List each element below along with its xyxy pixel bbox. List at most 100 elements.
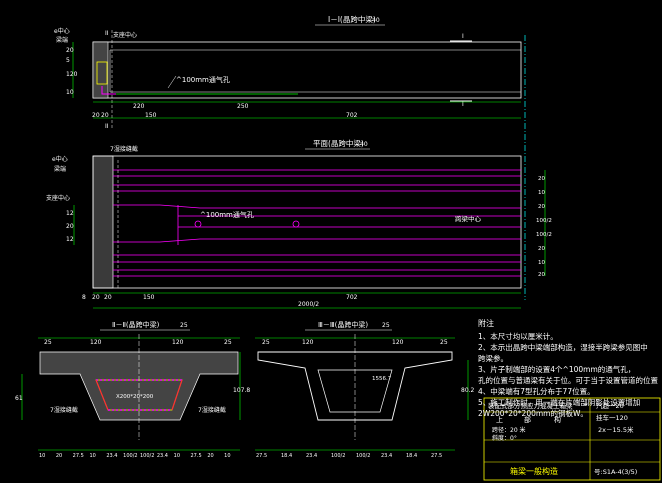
dim-label: 20 (56, 453, 62, 459)
dim-label: 20 (207, 453, 213, 459)
section-1-rebar-end (101, 86, 116, 95)
section-1-vdim-10: 10 (66, 89, 74, 96)
section-1-end-block (92, 41, 109, 99)
section-2-top-dim-3: 25 (224, 339, 232, 346)
note-line: 1、本尺寸均以厘米计。 (478, 332, 558, 341)
e-center-label-plan: e中心 (52, 155, 68, 163)
title-block-border (483, 397, 661, 481)
plan-right-vdim-2: 20 (538, 204, 545, 210)
section-2-right-web (171, 379, 183, 411)
section-3-top-dim-0: 25 (262, 339, 270, 346)
section-2-top-dim-2: 120 (172, 339, 184, 346)
plan-vent-hole-2 (292, 220, 300, 228)
title-block-drawing-name: 箱梁一般构造 (510, 466, 558, 476)
title-block-mid: 部 (524, 415, 531, 424)
dim-label: 100/2 (123, 453, 137, 459)
section-3-vdim-80: 80.2 (461, 387, 475, 394)
section-3-inner (317, 369, 393, 413)
dim-label: 23.4 (157, 453, 168, 459)
section-2-title-suffix: 25 (180, 322, 188, 329)
section-1-title: I－I(晶跨中梁) (328, 14, 376, 24)
section-2-title: Ⅱ－Ⅱ(晶跨中梁) (112, 320, 160, 329)
plan-right-vdim-3: 100/2 (536, 218, 552, 224)
plan-tendons (113, 169, 521, 277)
beam-end-label-top: 梁端 (56, 36, 68, 44)
dim-label: 100/2 (356, 453, 370, 459)
section-3-title-suffix: 25 (382, 322, 390, 329)
section-2-inner-label: X200*20*200 (116, 394, 154, 400)
dim-label: 23.4 (381, 453, 392, 459)
plan-vent-hole-1 (194, 220, 202, 228)
section-3-top-dim-2: 120 (392, 339, 404, 346)
section-1-title-suffix: 40 (372, 17, 380, 24)
plan-view: 平面(晶跨中梁) 40 e中心 梁端 7湿接缝截 支座中心 (46, 138, 552, 309)
plan-right-vdim-4: 100/2 (536, 232, 552, 238)
section-1-vdim-5: 5 (66, 57, 70, 64)
plan-right-vdim-6: 10 (538, 260, 545, 266)
section-2-vdim-61: 61 (15, 395, 23, 402)
section-mark-II-bot: II (105, 123, 109, 130)
support-center-label-top: 支座中心 (113, 31, 137, 39)
dim-label: 10 (39, 453, 45, 459)
plan-dim-150: 150 (143, 294, 155, 301)
note-line: 2W200*20*200mm的钢板W。 (478, 409, 588, 418)
title-block-line1-suffix: e (584, 402, 588, 408)
title-block-span: 跨径：20 米 (492, 426, 526, 434)
title-block-load2: 挂车一120 (596, 413, 628, 422)
plan-title: 平面(晶跨中梁) (313, 138, 364, 148)
dim-label: 100/2 (140, 453, 154, 459)
dim-label: 27.5 (73, 453, 84, 459)
dim-label: 10 (90, 453, 96, 459)
title-block-line1: 装配式部分预应力混凝土箱梁 (488, 401, 573, 410)
section-1-dim-702: 702 (346, 112, 358, 119)
section-1-beam-outline (92, 41, 522, 99)
plan-rail-label: 8 (82, 294, 86, 301)
plan-right-vdim-0: 20 (538, 176, 545, 182)
note-line: 跨梁参。 (478, 354, 508, 363)
dim-label: 23.4 (106, 453, 117, 459)
dim-label: 10 (174, 453, 180, 459)
section-1-dim-220: 220 (133, 103, 145, 110)
vent-hole-leader-top (167, 75, 177, 89)
plan-left-vdim-12a: 12 (66, 210, 74, 217)
note-line: 2、本示出晶跨中梁端部构造，湿接半跨梁参见图中 (478, 343, 648, 352)
section-2-view: Ⅱ－Ⅱ(晶跨中梁) 25 25 120 120 25 X200*20*200 7… (15, 320, 240, 451)
notes-panel: 附注 1、本尺寸均以厘米计。 2、本示出晶跨中梁端部构造，湿接半跨梁参见图中跨梁参… (478, 318, 660, 419)
dim-label: 18.4 (406, 453, 417, 459)
note-line: 孔的位置与普通梁有关于位。可于当于设置管道的位置 (478, 376, 658, 385)
note-line: 5、施工制作时，用一端在片端部阴影处设置增加 (478, 398, 641, 407)
title-block: 装配式部分预应力混凝土箱梁 e 汽超一20 上 部 构 挂车一120 跨径：20… (483, 397, 661, 481)
section-1-dim-20b: 20 (101, 112, 109, 119)
plan-title-suffix: 40 (360, 141, 368, 148)
section-2-left-label: 7湿接缝截 (50, 406, 78, 414)
dim-label: 27.5 (191, 453, 202, 459)
plan-dim-20b: 20 (104, 294, 112, 301)
plan-outline (92, 155, 522, 289)
section-1-vdim-20: 20 (66, 47, 74, 54)
section-2-top-dim-1: 120 (90, 339, 102, 346)
plan-right-vdim-5: 20 (538, 246, 545, 252)
plan-dim-total: 2000/2 (298, 301, 319, 308)
section-1-dim-150: 150 (145, 112, 157, 119)
support-center-label-left: 支座中心 (46, 194, 70, 202)
section-1-end-hole (96, 61, 108, 85)
section-1-vdim-120: 120 (66, 71, 78, 78)
dim-label: 18.4 (281, 453, 292, 459)
title-block-load1: 汽超一20 (596, 401, 624, 410)
dim-label: 27.5 (256, 453, 267, 459)
notes-heading: 附注 (478, 319, 494, 328)
title-block-span-combo: 2x－15.5米 (598, 425, 634, 434)
section-3-top-dim-3: 25 (440, 339, 448, 346)
section-3-top-dim-1: 120 (302, 339, 314, 346)
e-center-label-top: e中心 (54, 27, 70, 35)
dim-label: 23.4 (306, 453, 317, 459)
wet-joint-label: 7湿接缝截 (110, 145, 138, 153)
plan-left-vdim-20: 20 (66, 223, 74, 230)
section-1-view: I－I(晶跨中梁) 40 e中心 梁端 支座中心 I I II II ^100m… (54, 14, 526, 300)
section-2-top-dim-0: 25 (44, 339, 52, 346)
dim-label: 100/2 (331, 453, 345, 459)
section-3-title: Ⅲ－Ⅲ(晶跨中梁) (318, 320, 368, 329)
note-line: 3、片子制端部的设置4个^100mm的通气孔， (478, 365, 636, 374)
